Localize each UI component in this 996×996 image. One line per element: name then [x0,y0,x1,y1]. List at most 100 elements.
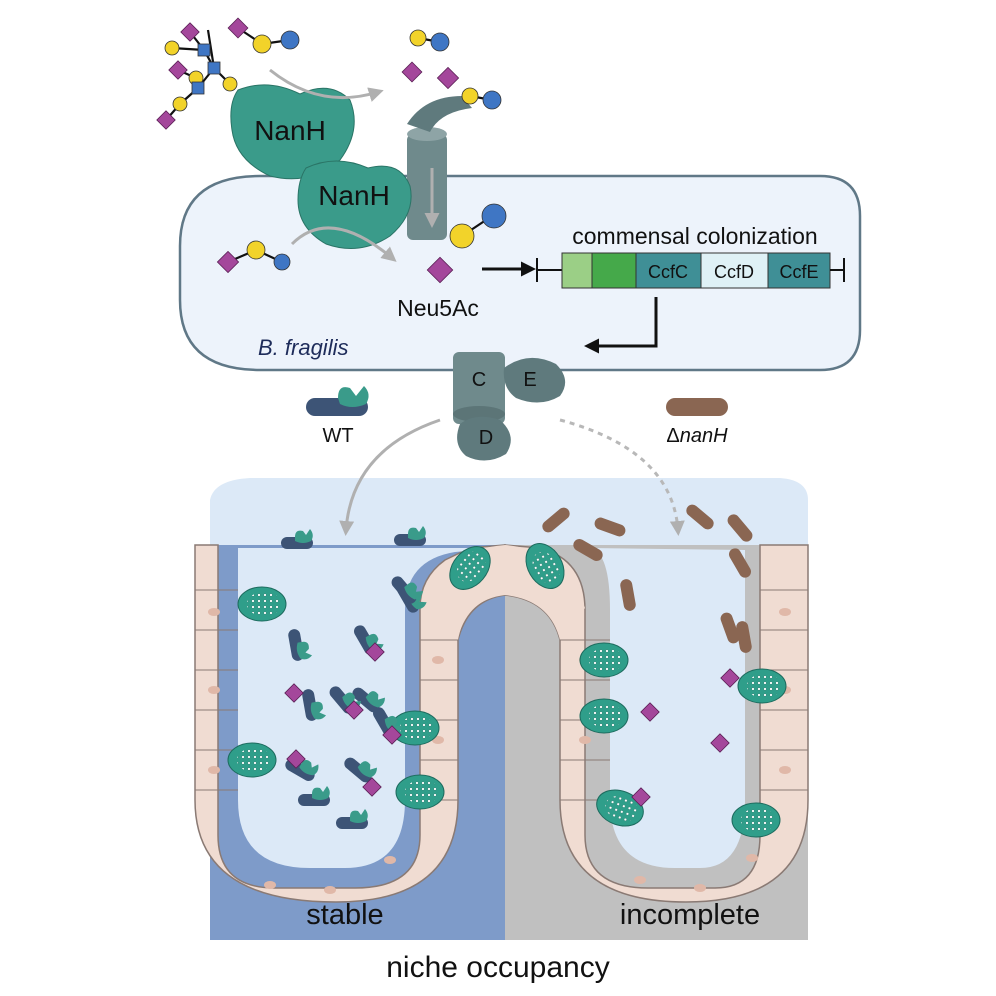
nanh-label-inner: NanH [318,180,390,211]
mutant-bacterium-icon [666,398,728,416]
cell-nucleus [208,686,220,694]
right-villus-top [505,545,585,640]
gene-ccfd [700,252,769,289]
wt-bacterium [344,757,377,783]
bacterium-body [727,514,753,542]
glcnac-shape [481,203,507,229]
cell-nucleus [634,876,646,884]
bacterium-nanh [296,641,313,660]
species-label: B. fragilis [258,335,348,360]
bacterium-body [736,621,752,653]
wt-label: WT [322,425,353,447]
ccfd-label: D [479,427,493,449]
mutant-bacterium [620,579,636,611]
crypt-region [194,478,809,940]
bacterium-nanh [310,701,327,720]
process-arrows [269,68,440,262]
crypt-contents [281,504,753,829]
bacterium-body [573,539,603,561]
cell-nucleus [384,856,396,864]
bacterium-nanh [295,529,313,543]
mucus-layer [210,478,808,545]
gene-ccfe [767,252,831,289]
galactose-shape [252,34,272,54]
goblet-cell [390,710,440,746]
galactose-shape [172,96,188,112]
goblet-granules [237,748,271,772]
cleavage-arrow-inner [290,226,397,262]
mutant-bacterium [686,504,714,530]
goblet-cell [227,742,277,778]
gene-ccfe-label: CcfE [779,262,818,282]
goblet-cell [596,789,644,827]
goblet-granules [532,551,560,584]
mutant-bacterium [729,548,751,578]
ccf-operon: CcfC CcfD CcfE [536,252,845,289]
goblet-cell [579,642,629,678]
bacterium-nanh [350,809,368,823]
bacterium-body [686,504,714,530]
mutant-delta: Δ [666,425,679,447]
bacterium-body [720,612,740,644]
sialic-acid-shape [286,749,306,769]
goblet-granules [247,592,281,616]
wt-bacterium [352,687,385,713]
bacterium-nanh [365,691,385,708]
ccfe-protein [503,357,566,403]
wt-bacterium [336,809,368,829]
wt-bacterium [391,576,424,604]
left-crypt-epithelium [194,544,506,903]
goblet-granules [589,704,623,728]
bacterium-body [352,687,380,713]
galactose-shape [449,223,475,249]
glcnac-shape [273,253,291,271]
bacterium-body [620,579,636,611]
cell-nucleus [746,854,758,862]
right-crypt-lumen [590,548,745,868]
export-arrow [584,297,658,354]
wt-outcome-arrow [339,418,441,536]
sialic-acid-shape [168,60,188,80]
goblet-cell [525,543,565,589]
cell-nucleus [779,608,791,616]
goblet-granules [605,795,639,822]
cell-nucleus [694,884,706,892]
goblet-granules [589,648,623,672]
gene-block-2 [591,252,637,289]
nanh-label-outer: NanH [254,115,326,146]
mutant-bacterium [736,621,752,653]
wt-bacterium [394,526,426,546]
mutant-outcome-arrow [559,418,685,536]
glycans [156,17,507,284]
cell-nucleus [208,608,220,616]
goblet-granules [400,716,434,740]
gene-ccfc [635,252,702,289]
galactose-shape [461,87,479,105]
cell-nucleus [208,766,220,774]
cleavage-arrow-outer [269,68,384,102]
right-crypt-epithelium [504,544,809,903]
wt-bacterium [281,529,313,549]
bacterium-body [344,757,372,783]
sialic-acid-shape [720,668,740,688]
incomplete-label: incomplete [620,899,760,931]
glcnac-square-shape [207,61,221,75]
goblet-cell [731,802,781,838]
sialic-acid-shape [156,110,176,130]
mutant-bacterium [573,539,603,561]
goblet-cell [237,586,287,622]
mutant-gene: nanH [680,425,728,447]
bacterium-body [542,507,570,533]
galactose-shape [246,240,266,260]
bacterium-body [729,548,751,578]
neu5ac-label: Neu5Ac [397,295,479,321]
sialic-acid-shape [401,61,423,83]
sialic-acid-shape [180,22,200,42]
galactose-shape [164,40,180,56]
goblet-granules [741,808,775,832]
operon-title: commensal colonization [572,223,817,249]
cell-nucleus [579,736,591,744]
glcnac-square-shape [197,43,211,57]
